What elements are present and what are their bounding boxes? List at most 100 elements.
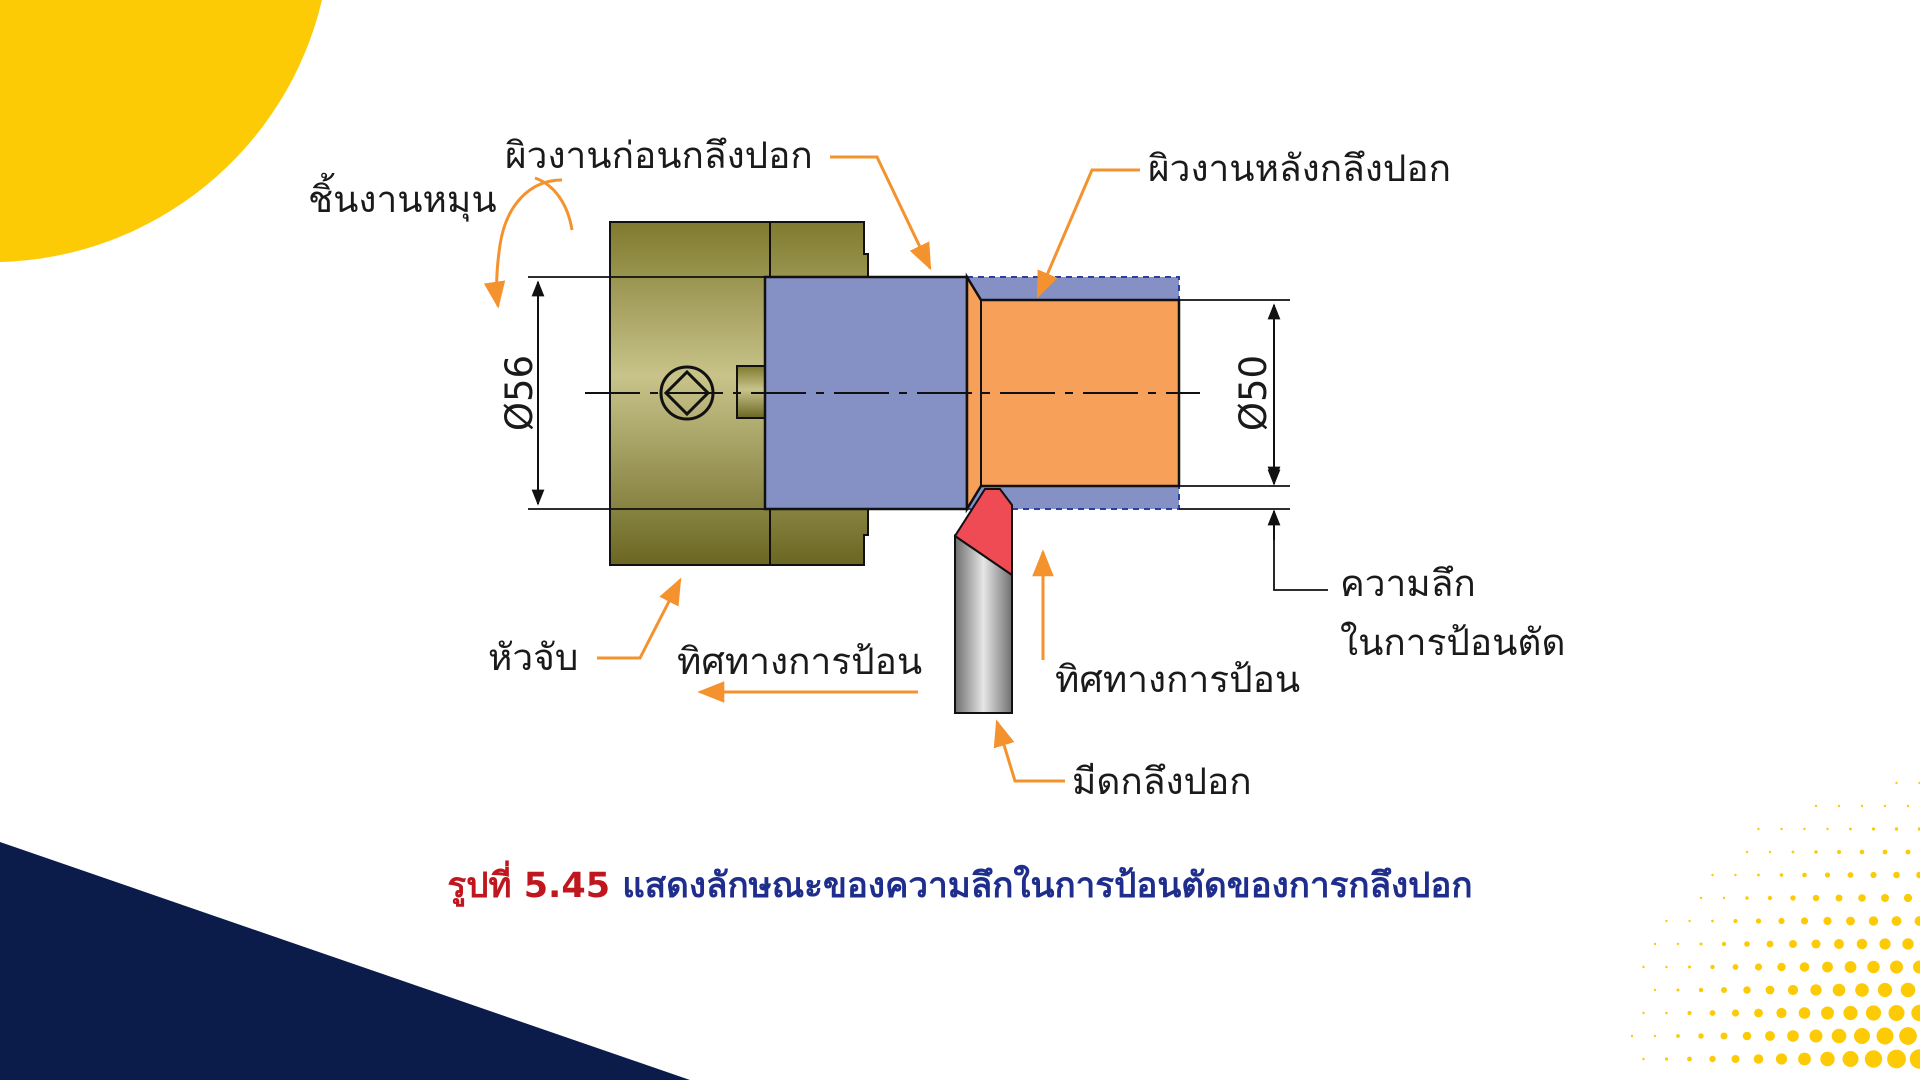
halftone-dot — [1780, 827, 1783, 831]
halftone-dot — [1890, 960, 1903, 974]
halftone-dot — [1709, 1010, 1716, 1016]
halftone-dot — [1676, 1034, 1680, 1038]
halftone-dot — [1755, 918, 1762, 924]
halftone-dot — [1913, 960, 1920, 974]
halftone-dot — [1837, 850, 1841, 854]
halftone-dot — [1916, 871, 1920, 879]
halftone-dot — [1688, 919, 1691, 923]
halftone-dot — [1811, 939, 1821, 949]
halftone-dot — [1831, 1028, 1847, 1044]
halftone-dot — [1820, 1051, 1835, 1067]
halftone-dot — [1709, 1055, 1716, 1063]
halftone-dot — [1687, 1010, 1692, 1016]
halftone-dot — [1721, 987, 1727, 993]
halftone-dot — [1856, 938, 1868, 950]
halftone-dot — [1630, 1034, 1634, 1038]
halftone-dot — [1821, 1006, 1834, 1020]
halftone-dot — [1814, 804, 1818, 808]
halftone-dot — [1832, 983, 1846, 997]
halftone-dot — [1642, 1057, 1645, 1061]
halftone-dot — [1734, 873, 1737, 877]
halftone-dot — [1787, 984, 1799, 996]
halftone-dot — [1876, 1027, 1894, 1045]
label-chuck: หัวจับ — [488, 636, 578, 679]
halftone-dot — [1837, 804, 1841, 808]
halftone-dot — [1864, 1050, 1883, 1068]
halftone-dot — [1902, 938, 1914, 950]
halftone-dot — [1744, 941, 1750, 947]
dimension-d50: Ø50 — [1179, 299, 1290, 510]
halftone-dot — [1791, 850, 1795, 854]
halftone-dot — [1798, 1007, 1811, 1019]
halftone-dot — [1882, 849, 1888, 855]
halftone-dot — [1895, 781, 1898, 785]
halftone-dot — [1790, 895, 1796, 901]
halftone-dot — [1849, 827, 1852, 831]
halftone-dot — [1803, 827, 1806, 831]
halftone-dot — [1847, 872, 1854, 878]
halftone-dot — [1765, 1031, 1775, 1041]
halftone-dot — [1699, 896, 1703, 900]
halftone-dot — [1891, 916, 1902, 926]
halftone-dot — [1842, 1051, 1859, 1067]
halftone-dot — [1899, 1027, 1917, 1045]
halftone-dot — [1733, 919, 1738, 923]
halftone-dot — [1688, 965, 1691, 969]
halftone-dot — [1676, 942, 1680, 946]
removed-layer-outline — [967, 276, 1180, 510]
halftone-dot — [1877, 982, 1893, 998]
label-depth-of-cut-line1: ความลึก — [1340, 562, 1476, 605]
halftone-dot — [1871, 827, 1876, 831]
halftone-dot — [1914, 916, 1920, 926]
halftone-dot — [1835, 894, 1843, 902]
halftone-dot — [1799, 962, 1810, 972]
halftone-dot — [1731, 1055, 1740, 1063]
halftone-dot — [1798, 1052, 1811, 1066]
label-workpiece-rotates: ชิ้นงานหมุน — [308, 172, 497, 222]
halftone-dot — [1742, 1031, 1752, 1041]
halftone-dot — [1826, 827, 1829, 831]
depth-of-cut-indicator — [1267, 455, 1328, 591]
halftone-dot — [1665, 919, 1668, 923]
halftone-dots — [1630, 781, 1920, 1069]
halftone-dot — [1732, 964, 1739, 970]
rotation-arrow — [483, 178, 563, 309]
caption-number: รูปที่ 5.45 — [447, 866, 611, 906]
halftone-dot — [1906, 804, 1910, 808]
label-surface-before: ผิวงานก่อนกลึงปอก — [505, 134, 813, 177]
halftone-dot — [1894, 827, 1899, 831]
halftone-dot — [1665, 965, 1668, 969]
halftone-dot — [1699, 942, 1703, 946]
halftone-dot — [1812, 894, 1820, 902]
halftone-dot — [1665, 1011, 1668, 1015]
turning-tool — [953, 488, 1013, 714]
halftone-dot — [1834, 939, 1844, 949]
halftone-dot — [1859, 849, 1865, 855]
removed-layer-bottom — [967, 486, 1179, 509]
halftone-dot — [1844, 961, 1857, 973]
halftone-dot — [1883, 804, 1887, 808]
halftone-dot — [1881, 894, 1889, 902]
halftone-dot — [1775, 1053, 1788, 1065]
halftone-dot — [1789, 940, 1797, 948]
halftone-dot — [1809, 1029, 1823, 1043]
halftone-dot — [1766, 940, 1774, 948]
halftone-dot — [1721, 941, 1727, 947]
halftone-dot — [1767, 895, 1773, 901]
halftone-dot — [1858, 894, 1866, 902]
halftone-dot — [1698, 987, 1704, 993]
halftone-dot — [1754, 1008, 1763, 1018]
halftone-dot — [1868, 916, 1879, 926]
halftone-dot — [1653, 942, 1657, 946]
diameter-before-text: Ø56 — [498, 355, 541, 431]
halftone-dot — [1822, 961, 1833, 973]
halftone-dot — [1823, 916, 1832, 926]
label-depth-of-cut-line2: ในการป้อนตัด — [1340, 621, 1565, 664]
halftone-dot — [1765, 985, 1775, 995]
halftone-dot — [1711, 873, 1714, 877]
halftone-dot — [1743, 986, 1751, 994]
halftone-dot — [1757, 873, 1760, 877]
halftone-dot — [1843, 1005, 1858, 1021]
halftone-dot — [1653, 988, 1657, 992]
